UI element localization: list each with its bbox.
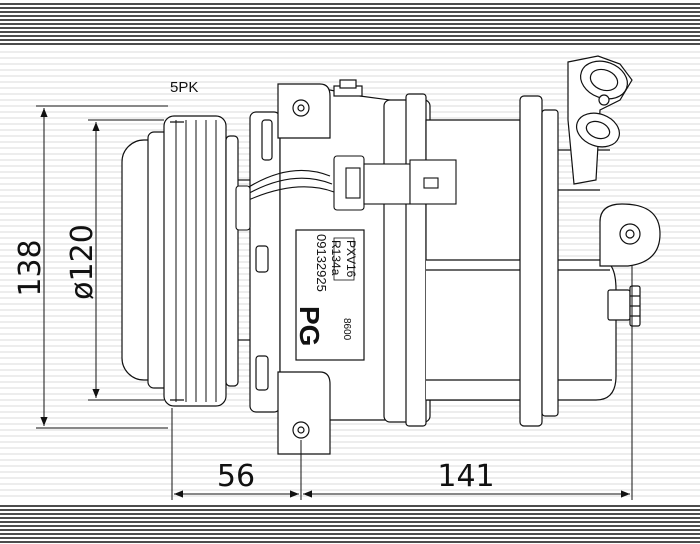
dim-overall-height: 138 <box>13 239 48 296</box>
nameplate-brand: PG <box>294 306 325 346</box>
refrigerant-ports <box>567 55 633 185</box>
pulley-clutch <box>121 115 250 407</box>
dimension-lines <box>36 105 633 500</box>
dim-body-length: 141 <box>437 459 494 494</box>
nameplate-part-number: 09132925 <box>314 234 329 292</box>
belt-label: 5PK <box>170 79 198 96</box>
dim-pulley-diameter: ø120 <box>65 224 100 300</box>
clutch-connector <box>235 155 457 231</box>
nameplate: PXV16 R134a 09132925 8600 PG <box>294 229 365 361</box>
nameplate-refrigerant: R134a <box>329 240 343 276</box>
nameplate-code: 8600 <box>341 318 352 341</box>
pulley-grooves <box>175 120 217 402</box>
dimension-texts: 138 ø120 56 141 5PK <box>13 79 495 494</box>
dim-pulley-offset: 56 <box>217 459 255 494</box>
nameplate-model: PXV16 <box>344 240 358 278</box>
